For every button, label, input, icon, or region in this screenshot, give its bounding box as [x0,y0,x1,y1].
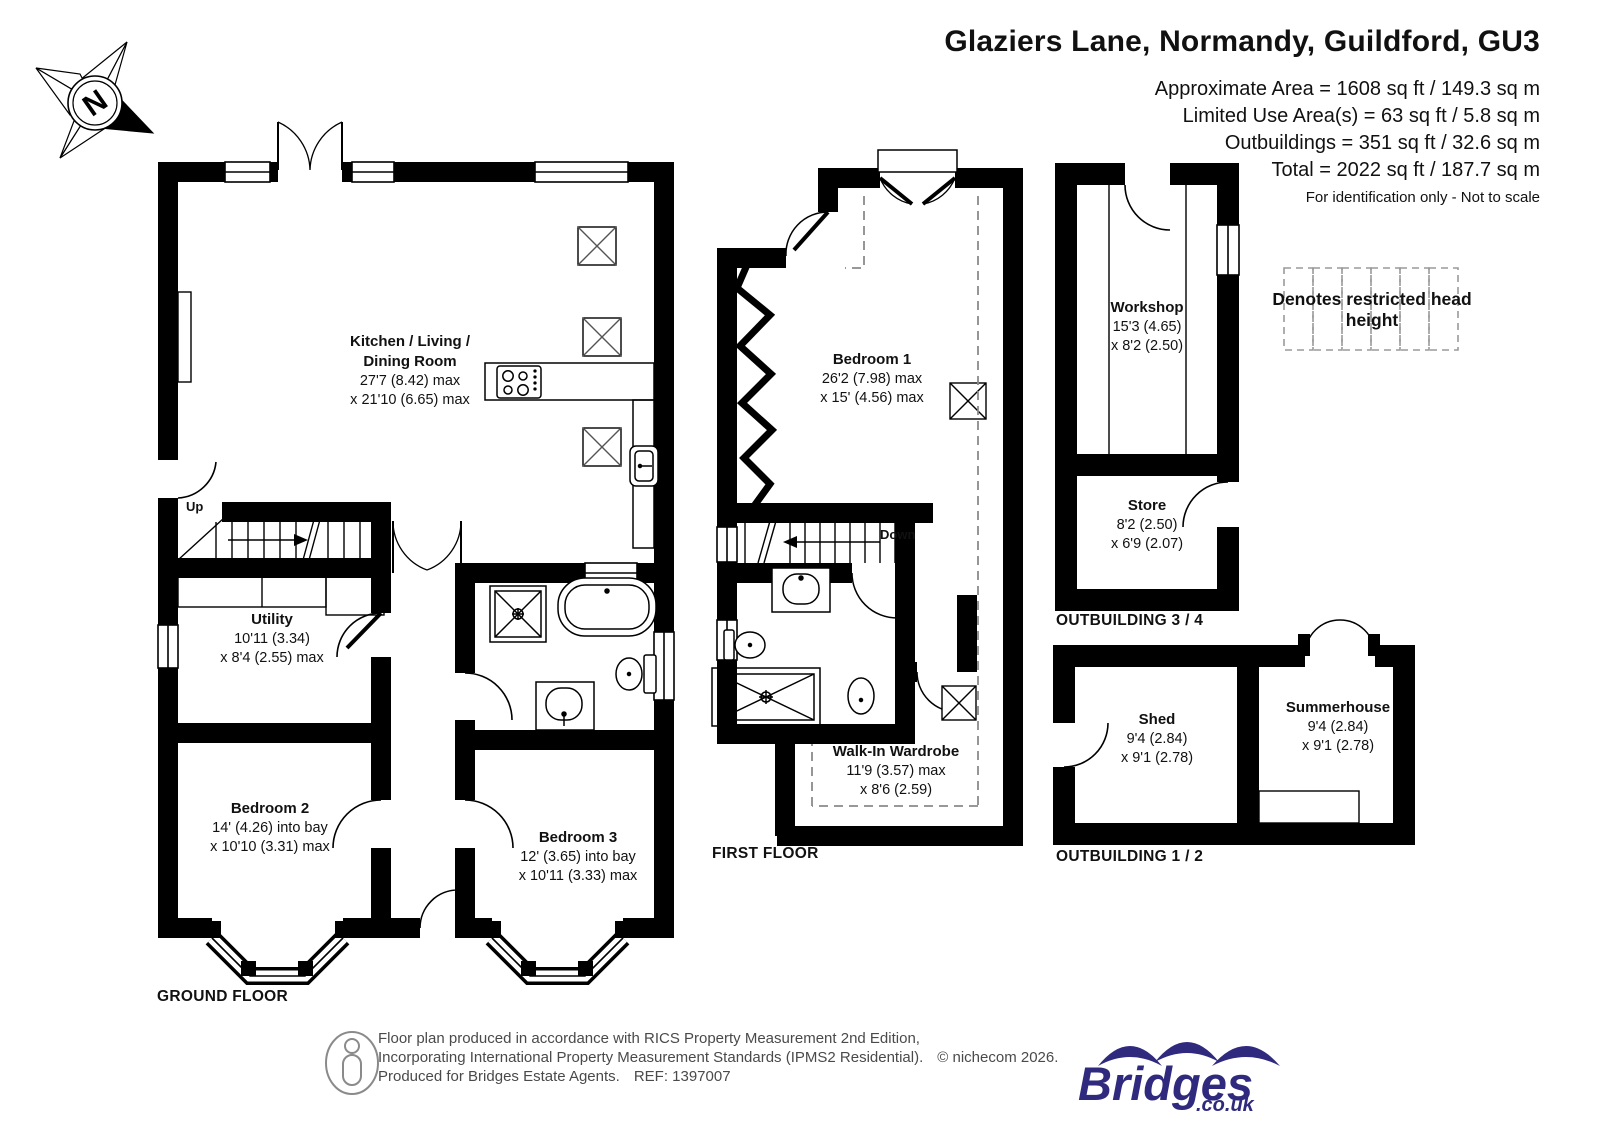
french-doors-icon [1304,619,1376,655]
bridges-logo: Bridges [1078,1057,1253,1110]
outbuilding-12-plan [1053,619,1415,845]
bay-window-icon [204,921,632,985]
room-label-utility: Utility 10'11 (3.34) x 8'4 (2.55) max [220,611,324,666]
utility-worktop-icon [177,576,385,616]
door-arc-icon [1063,722,1109,768]
bath-icon [557,577,657,637]
stairs-up-icon [177,515,361,561]
kitchen-counter-icon [484,362,655,549]
person-icon [325,1031,379,1095]
first-floor-plan [711,149,1023,846]
door-arc-icon [785,210,958,713]
limited-use-area: Limited Use Area(s) = 63 sq ft / 5.8 sq … [1182,105,1540,127]
stairs-down-label: Down [880,527,916,542]
chimney-breast [177,291,192,383]
balcony-threshold [877,149,958,173]
french-doors-icon [277,121,343,171]
toilet-icon [723,629,766,661]
outbuilding-34-label: OUTBUILDING 3 / 4 [1056,612,1204,629]
outbuildings-area: Outbuildings = 351 sq ft / 32.6 sq m [1224,132,1540,154]
bridges-logo-arches [1098,1042,1280,1066]
rooflight-icon [941,382,987,721]
room-label-store: Store 8'2 (2.50) x 6'9 (2.07) [1110,497,1184,552]
total-area: Total = 2022 sq ft / 187.7 sq m [1271,159,1541,181]
footer-ref: REF: 1397007 [633,1068,731,1085]
compass-icon: N [35,41,155,159]
room-label-bedroom3: Bedroom 3 12' (3.65) into bay x 10'11 (3… [518,829,638,884]
footer-line3: Produced for Bridges Estate Agents. [378,1068,620,1085]
footer-copyright: © nichecom 2026. [937,1049,1059,1066]
footer-line1: Floor plan produced in accordance with R… [378,1030,920,1047]
restricted-head-height-dashed [811,196,979,807]
room-label-summerhouse: Summerhouse 9'4 (2.84) x 9'1 (2.78) [1285,699,1391,754]
disclaimer: For identification only - Not to scale [1305,189,1540,206]
outbuilding-12-label: OUTBUILDING 1 / 2 [1056,848,1204,865]
door-arc-icon [1124,184,1229,528]
basin-icon [535,681,595,731]
room-label-workshop: Workshop 15'3 (4.65) x 8'2 (2.50) [1110,299,1184,354]
ground-floor-plan [157,121,675,985]
stairs-up-label: Up [186,499,204,514]
wc-icon [847,677,875,715]
rooflight-icon [577,226,622,467]
area-summary: Approximate Area = 1608 sq ft / 149.3 sq… [1155,76,1540,184]
room-label-kitchen: Kitchen / Living / Dining Room 27'7 (8.4… [349,333,470,408]
bridges-logo-suffix: .co.uk [1196,1094,1254,1116]
zigzag-wall [732,256,778,516]
shower-icon [711,667,821,727]
footer-line2: Incorporating International Property Mea… [378,1049,924,1066]
basin-icon [771,567,831,613]
outbuilding-34-plan [1055,163,1240,611]
footer-disclaimer: Floor plan produced in accordance with R… [378,1029,1058,1086]
first-floor-label: FIRST FLOOR [712,845,819,862]
room-label-shed: Shed 9'4 (2.84) x 9'1 (2.78) [1120,711,1194,766]
room-label-bedroom2: Bedroom 2 14' (4.26) into bay x 10'10 (3… [210,800,330,855]
door-arc-icon [177,461,514,929]
toilet-icon [615,654,657,694]
approximate-area: Approximate Area = 1608 sq ft / 149.3 sq… [1154,78,1540,100]
restricted-head-height-legend: Denotes restricted head height [1272,289,1472,330]
kitchen-sink-icon [629,445,659,487]
ground-floor-label: GROUND FLOOR [157,988,289,1005]
summerhouse-bench [1258,790,1360,824]
window-icon [157,161,675,701]
room-label-bedroom1: Bedroom 1 26'2 (7.98) max x 15' (4.56) m… [820,351,924,406]
shower-icon [489,585,547,643]
page-title: Glaziers Lane, Normandy, Guildford, GU3 [944,25,1540,58]
french-doors-icon [878,176,957,206]
stairs-down-icon [744,520,896,564]
restricted-legend-swatch [1283,267,1459,351]
room-label-wardrobe: Walk-In Wardrobe 11'9 (3.57) max x 8'6 (… [832,743,960,798]
window-icon [1216,224,1240,276]
